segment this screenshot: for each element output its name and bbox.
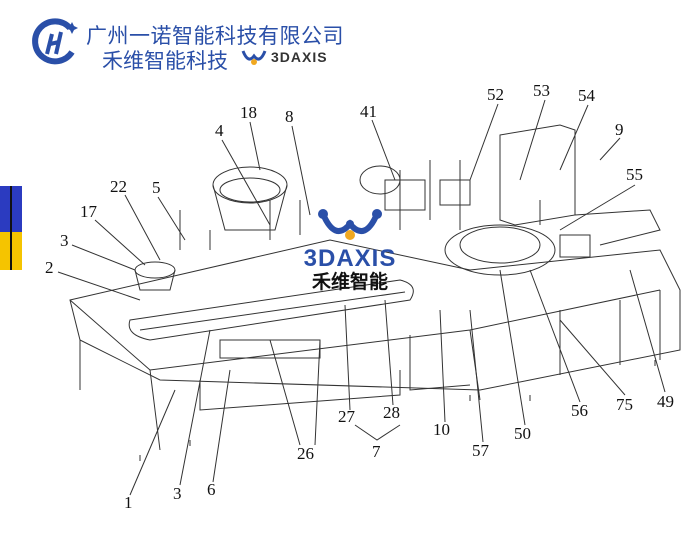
- watermark-logo: 3DAXIS 禾维智能: [285, 208, 415, 293]
- 3daxis-watermark-icon: [318, 209, 382, 240]
- part-label: 3: [60, 231, 69, 250]
- part-label: 18: [240, 103, 257, 122]
- part-label: 56: [571, 401, 588, 420]
- part-label: 49: [657, 392, 674, 411]
- part-label: 53: [533, 81, 550, 100]
- part-label: 27: [338, 407, 355, 426]
- watermark-brand-cn: 禾维智能: [311, 271, 388, 293]
- part-label: 26: [297, 444, 314, 463]
- part-label: 22: [110, 177, 127, 196]
- part-label: 54: [578, 86, 595, 105]
- 3daxis-logo-icon: [241, 50, 267, 65]
- part-label: 52: [487, 85, 504, 104]
- part-label: 57: [472, 441, 489, 460]
- side-color-bar: [0, 186, 22, 270]
- part-label: 7: [372, 442, 381, 461]
- part-label: 17: [80, 202, 97, 221]
- brand-logo: 3DAXIS: [240, 48, 328, 66]
- brand-name-cn: 禾维智能科技: [102, 49, 228, 73]
- part-label: 6: [207, 480, 216, 499]
- part-label: 41: [360, 102, 377, 121]
- part-label: 10: [433, 420, 450, 439]
- part-label: 3: [173, 484, 182, 503]
- part-label: 9: [615, 120, 624, 139]
- company-name: 广州一诺智能科技有限公司: [86, 24, 344, 48]
- part-label: 5: [152, 178, 161, 197]
- part-label: 8: [285, 107, 294, 126]
- part-label: 55: [626, 165, 643, 184]
- company-logo-icon: [32, 18, 78, 65]
- watermark-brand-en: 3DAXIS: [303, 245, 397, 272]
- part-label: 50: [514, 424, 531, 443]
- part-label: 1: [124, 493, 133, 512]
- brand-name-en: 3DAXIS: [271, 49, 328, 65]
- part-label: 2: [45, 258, 54, 277]
- part-label: 4: [215, 121, 224, 140]
- part-label: 28: [383, 403, 400, 422]
- part-label: 75: [616, 395, 633, 414]
